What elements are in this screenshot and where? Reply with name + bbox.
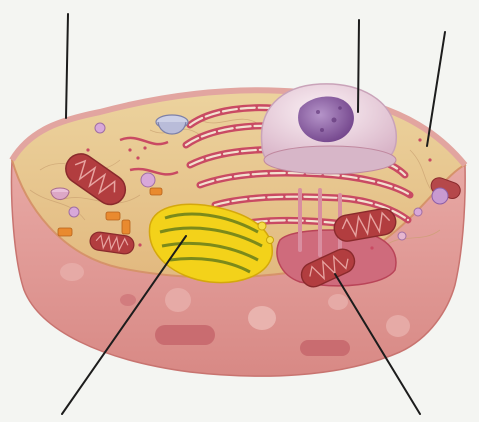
- leader-line-cytoplasm: [427, 32, 445, 146]
- lysosome: [69, 207, 79, 217]
- lysosome: [414, 208, 422, 216]
- membrane-vesicle: [248, 306, 276, 330]
- lysosome: [141, 173, 155, 187]
- mitochondrion-cut: [300, 340, 350, 356]
- mitochondrion-cut: [155, 325, 215, 345]
- leader-line-membrane: [66, 14, 68, 118]
- nucleus: [262, 84, 397, 174]
- membrane-vesicle: [328, 294, 348, 310]
- membrane-vesicle: [120, 294, 136, 306]
- leader-line-nucleus: [358, 20, 359, 112]
- membrane-vesicle: [386, 315, 410, 337]
- lysosome: [432, 188, 448, 204]
- vesicle: [398, 232, 406, 240]
- membrane-vesicle: [165, 288, 191, 312]
- membrane-vesicle: [60, 263, 84, 281]
- lysosome: [95, 123, 105, 133]
